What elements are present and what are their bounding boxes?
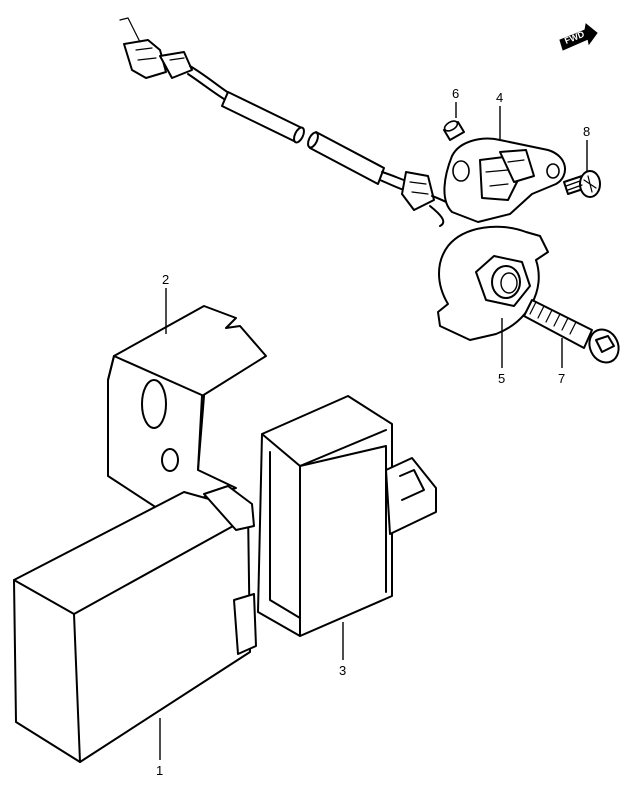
callout-1: 1 xyxy=(156,718,163,778)
bolt-7 xyxy=(523,299,620,364)
ignitor-unit xyxy=(13,485,257,763)
callout-2-label: 2 xyxy=(162,272,169,287)
screw-8 xyxy=(563,170,601,198)
callout-3-label: 3 xyxy=(339,663,346,678)
callout-7-label: 7 xyxy=(558,371,565,386)
callout-5-label: 5 xyxy=(498,371,505,386)
signal-rotor xyxy=(437,225,549,341)
ignitor-bracket xyxy=(107,305,267,511)
callout-8-label: 8 xyxy=(583,124,590,139)
callout-4-label: 4 xyxy=(496,90,503,105)
callout-6-label: 6 xyxy=(452,86,459,101)
callout-7: 7 xyxy=(558,338,565,386)
callout-3: 3 xyxy=(339,622,346,678)
pickup-coil-assembly xyxy=(443,137,566,223)
fwd-arrow-badge: FWD xyxy=(559,23,598,51)
callout-2: 2 xyxy=(162,272,169,334)
callout-1-label: 1 xyxy=(156,763,163,778)
callout-8: 8 xyxy=(583,124,590,172)
callout-5: 5 xyxy=(498,318,505,386)
pickup-harness xyxy=(119,17,467,227)
callout-6: 6 xyxy=(452,86,459,118)
callout-4: 4 xyxy=(496,90,503,140)
dowel-pin xyxy=(443,120,465,141)
ignitor-holder xyxy=(257,395,437,637)
